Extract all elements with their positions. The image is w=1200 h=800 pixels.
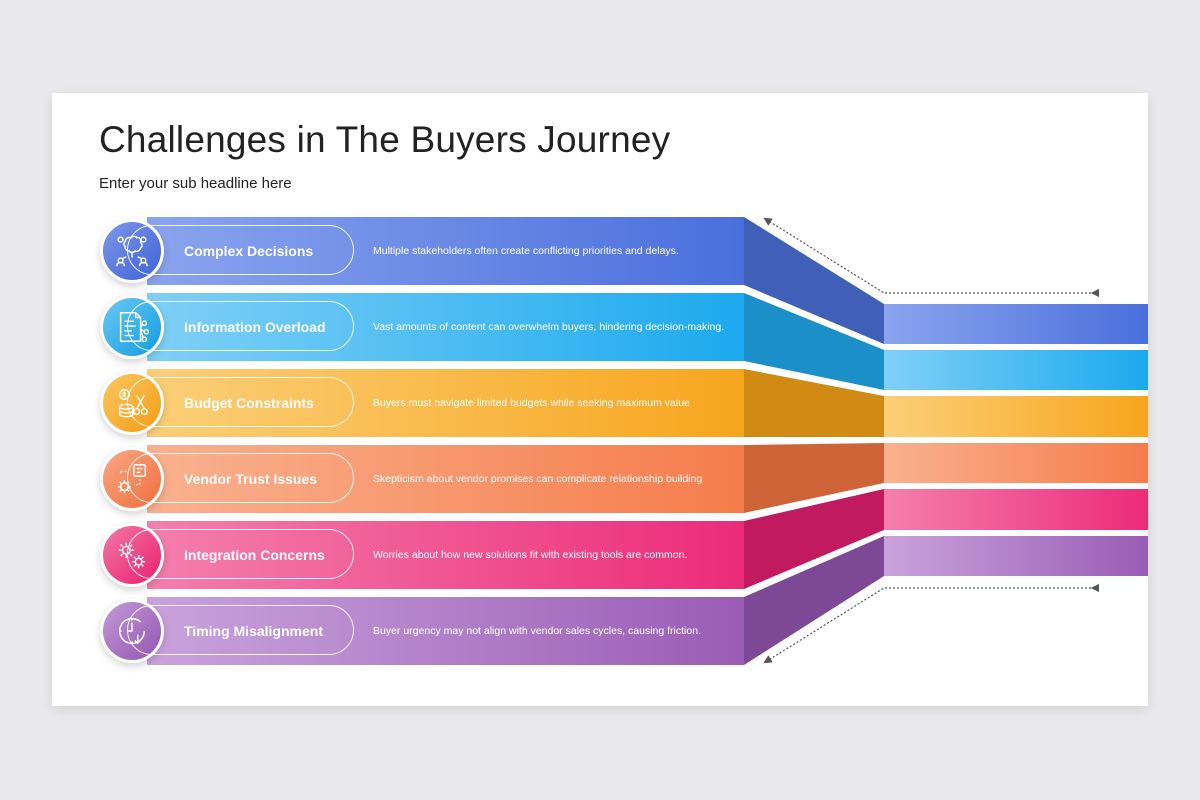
challenge-row: Information Overload Vast amounts of con…: [52, 293, 752, 361]
label-pill: [127, 301, 354, 351]
label-pill: [127, 453, 354, 503]
challenge-title: Integration Concerns: [184, 547, 325, 563]
band-connector-1: [744, 293, 884, 390]
challenge-title: Timing Misalignment: [184, 623, 323, 639]
band-right-5: [884, 536, 1148, 576]
challenge-title: Complex Decisions: [184, 243, 314, 259]
label-pill: [127, 377, 354, 427]
band-left-5: [147, 597, 744, 665]
band-connector-2: [744, 369, 884, 437]
page-title: Challenges in The Buyers Journey: [99, 119, 671, 160]
challenge-title: Information Overload: [184, 319, 326, 335]
band-left-3: [147, 445, 744, 513]
label-pill: [127, 225, 354, 275]
challenge-row: Vendor Trust Issues Skepticism about ven…: [52, 445, 752, 513]
band-right-0: [884, 304, 1148, 344]
challenge-description: Skepticism about vendor promises can com…: [373, 472, 703, 485]
challenge-row: Timing Misalignment Buyer urgency may no…: [52, 597, 752, 665]
label-pill: [127, 605, 354, 655]
funnel-diagram: [147, 217, 1148, 665]
band-left-2: [147, 369, 744, 437]
band-left-0: [147, 217, 744, 285]
band-connector-4: [744, 489, 884, 589]
challenge-row: Integration Concerns Worries about how n…: [52, 521, 752, 589]
challenge-title: Budget Constraints: [184, 395, 314, 411]
band-left-4: [147, 521, 744, 589]
band-right-3: [884, 443, 1148, 483]
challenge-row: Complex Decisions Multiple stakeholders …: [52, 217, 752, 285]
challenge-description: Buyer urgency may not align with vendor …: [373, 624, 701, 637]
page-subtitle: Enter your sub headline here: [99, 175, 292, 192]
challenge-description: Worries about how new solutions fit with…: [373, 548, 688, 561]
band-left-1: [147, 293, 744, 361]
challenge-description: Multiple stakeholders often create confl…: [373, 244, 679, 257]
slide: Challenges in The Buyers Journey Enter y…: [52, 93, 1148, 706]
challenge-description: Buyers must navigate limited budgets whi…: [373, 396, 690, 409]
band-right-4: [884, 489, 1148, 530]
band-right-1: [884, 350, 1148, 390]
label-pill: [127, 529, 354, 579]
band-connector-3: [744, 443, 884, 513]
challenge-description: Vast amounts of content can overwhelm bu…: [373, 320, 725, 333]
challenge-row: Budget Constraints Buyers must navigate …: [52, 369, 752, 437]
band-right-2: [884, 396, 1148, 437]
challenge-title: Vendor Trust Issues: [184, 471, 318, 487]
